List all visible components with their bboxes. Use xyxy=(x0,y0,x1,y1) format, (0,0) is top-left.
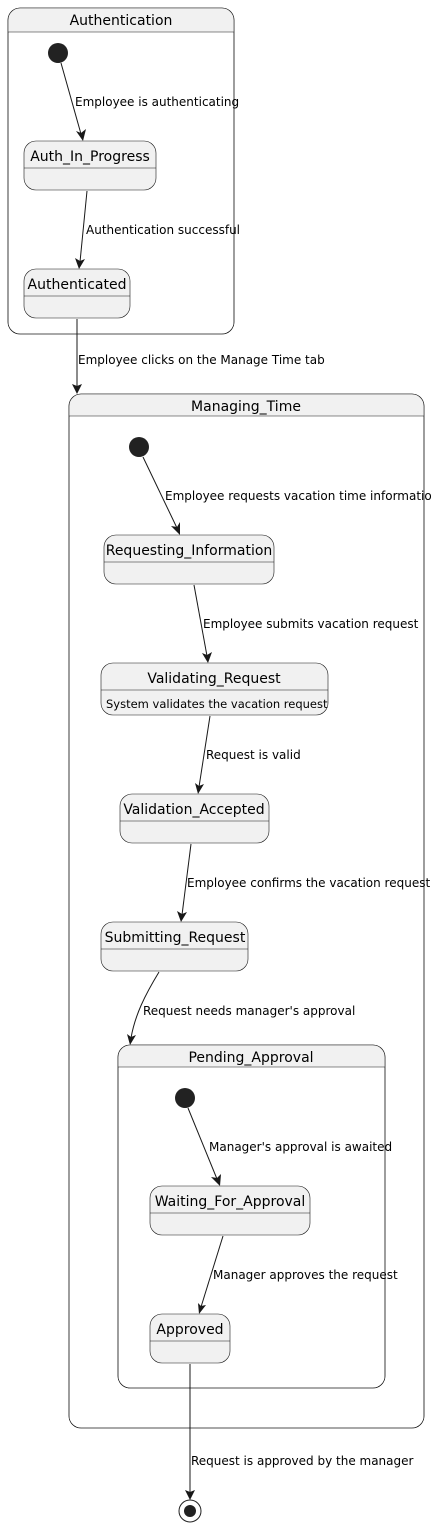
transition-manager-approves: Manager approves the request xyxy=(198,1235,398,1314)
transition-label-7: Employee confirms the vacation request xyxy=(187,876,430,890)
initial-state-pending-approval xyxy=(175,1088,195,1108)
state-authenticated: Authenticated xyxy=(23,268,131,319)
transition-approved-by-manager: Request is approved by the manager xyxy=(185,1364,414,1500)
transition-approval-awaited: Manager's approval is awaited xyxy=(187,1107,392,1186)
state-waiting-for-approval-label: Waiting_For_Approval xyxy=(155,1194,306,1210)
transition-label-9: Manager's approval is awaited xyxy=(209,1140,392,1154)
composite-managing-time-title: Managing_Time xyxy=(191,399,301,415)
transition-label-10: Manager approves the request xyxy=(213,1268,398,1282)
transition-label-6: Request is valid xyxy=(206,748,301,762)
state-auth-in-progress: Auth_In_Progress xyxy=(23,140,157,191)
transition-label-5: Employee submits vacation request xyxy=(203,617,419,631)
transition-requests-vacation-info: Employee requests vacation time informat… xyxy=(142,456,431,535)
state-auth-in-progress-label: Auth_In_Progress xyxy=(30,149,150,165)
transition-employee-is-authenticating: Employee is authenticating xyxy=(60,62,239,141)
state-submitting-request: Submitting_Request xyxy=(100,921,249,972)
state-validation-accepted-label: Validation_Accepted xyxy=(123,802,264,818)
state-validating-request-description: System validates the vacation request xyxy=(106,697,328,711)
transition-label-1: Employee is authenticating xyxy=(75,95,239,109)
transition-request-is-valid: Request is valid xyxy=(195,715,301,794)
state-requesting-information-label: Requesting_Information xyxy=(106,543,273,559)
state-approved: Approved xyxy=(149,1313,231,1364)
transition-label-4: Employee requests vacation time informat… xyxy=(165,489,431,503)
state-approved-label: Approved xyxy=(156,1322,223,1338)
state-validation-accepted: Validation_Accepted xyxy=(119,793,270,844)
state-authenticated-label: Authenticated xyxy=(28,277,127,293)
state-waiting-for-approval: Waiting_For_Approval xyxy=(149,1185,311,1236)
final-state xyxy=(178,1499,202,1523)
transition-needs-managers-approval: Request needs manager's approval xyxy=(127,971,355,1045)
transition-label-8: Request needs manager's approval xyxy=(143,1004,355,1018)
transition-label-3: Employee clicks on the Manage Time tab xyxy=(78,353,325,367)
initial-state-managing-time xyxy=(129,437,149,457)
transition-label-11: Request is approved by the manager xyxy=(191,1454,414,1468)
transition-authentication-successful: Authentication successful xyxy=(75,190,240,269)
composite-authentication-title: Authentication xyxy=(70,13,173,29)
state-validating-request-label: Validating_Request xyxy=(147,671,281,687)
transition-manage-time-tab: Employee clicks on the Manage Time tab xyxy=(72,319,325,394)
composite-pending-approval-title: Pending_Approval xyxy=(188,1050,313,1066)
state-requesting-information: Requesting_Information xyxy=(103,534,275,585)
initial-state-authentication xyxy=(48,43,68,63)
transition-label-2: Authentication successful xyxy=(86,223,240,237)
state-submitting-request-label: Submitting_Request xyxy=(105,930,246,946)
transition-submits-vacation-request: Employee submits vacation request xyxy=(193,584,419,663)
state-validating-request: Validating_Request System validates the … xyxy=(100,662,329,716)
transition-confirms-vacation-request: Employee confirms the vacation request xyxy=(177,843,430,922)
